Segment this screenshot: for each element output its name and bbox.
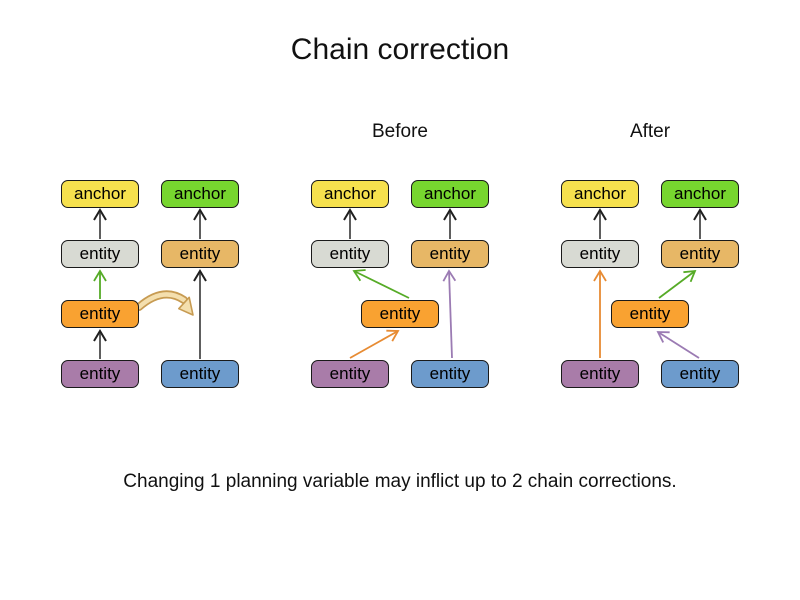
after-entity-blue: entity (661, 360, 739, 388)
before-arrow-purple-to-orange (349, 329, 400, 359)
before-arrow-orange-to-gray (352, 269, 410, 299)
page-title: Chain correction (290, 33, 510, 66)
after-arrow-orange-to-tan (658, 269, 697, 299)
initial-anchor-green: anchor (161, 180, 239, 208)
move-arrow (135, 290, 194, 316)
before-entity-blue: entity (411, 360, 489, 388)
after-entity-purple: entity (561, 360, 639, 388)
initial-entity-blue: entity (161, 360, 239, 388)
before-anchor-green: anchor (411, 180, 489, 208)
before-entity-gray: entity (311, 240, 389, 268)
label-before: Before (372, 121, 428, 142)
label-after: After (629, 121, 671, 142)
initial-entity-tan: entity (161, 240, 239, 268)
after-arrow-blue-to-orange (656, 331, 700, 359)
after-anchor-yellow: anchor (561, 180, 639, 208)
initial-entity-orange: entity (61, 300, 139, 328)
before-entity-tan: entity (411, 240, 489, 268)
after-anchor-green: anchor (661, 180, 739, 208)
caption: Changing 1 planning variable may inflict… (123, 471, 677, 492)
initial-anchor-yellow: anchor (61, 180, 139, 208)
before-entity-purple: entity (311, 360, 389, 388)
after-entity-tan: entity (661, 240, 739, 268)
after-entity-gray: entity (561, 240, 639, 268)
initial-entity-purple: entity (61, 360, 139, 388)
after-entity-orange: entity (611, 300, 689, 328)
before-arrow-blue-to-tan (442, 269, 457, 359)
before-entity-orange: entity (361, 300, 439, 328)
initial-entity-gray: entity (61, 240, 139, 268)
before-anchor-yellow: anchor (311, 180, 389, 208)
